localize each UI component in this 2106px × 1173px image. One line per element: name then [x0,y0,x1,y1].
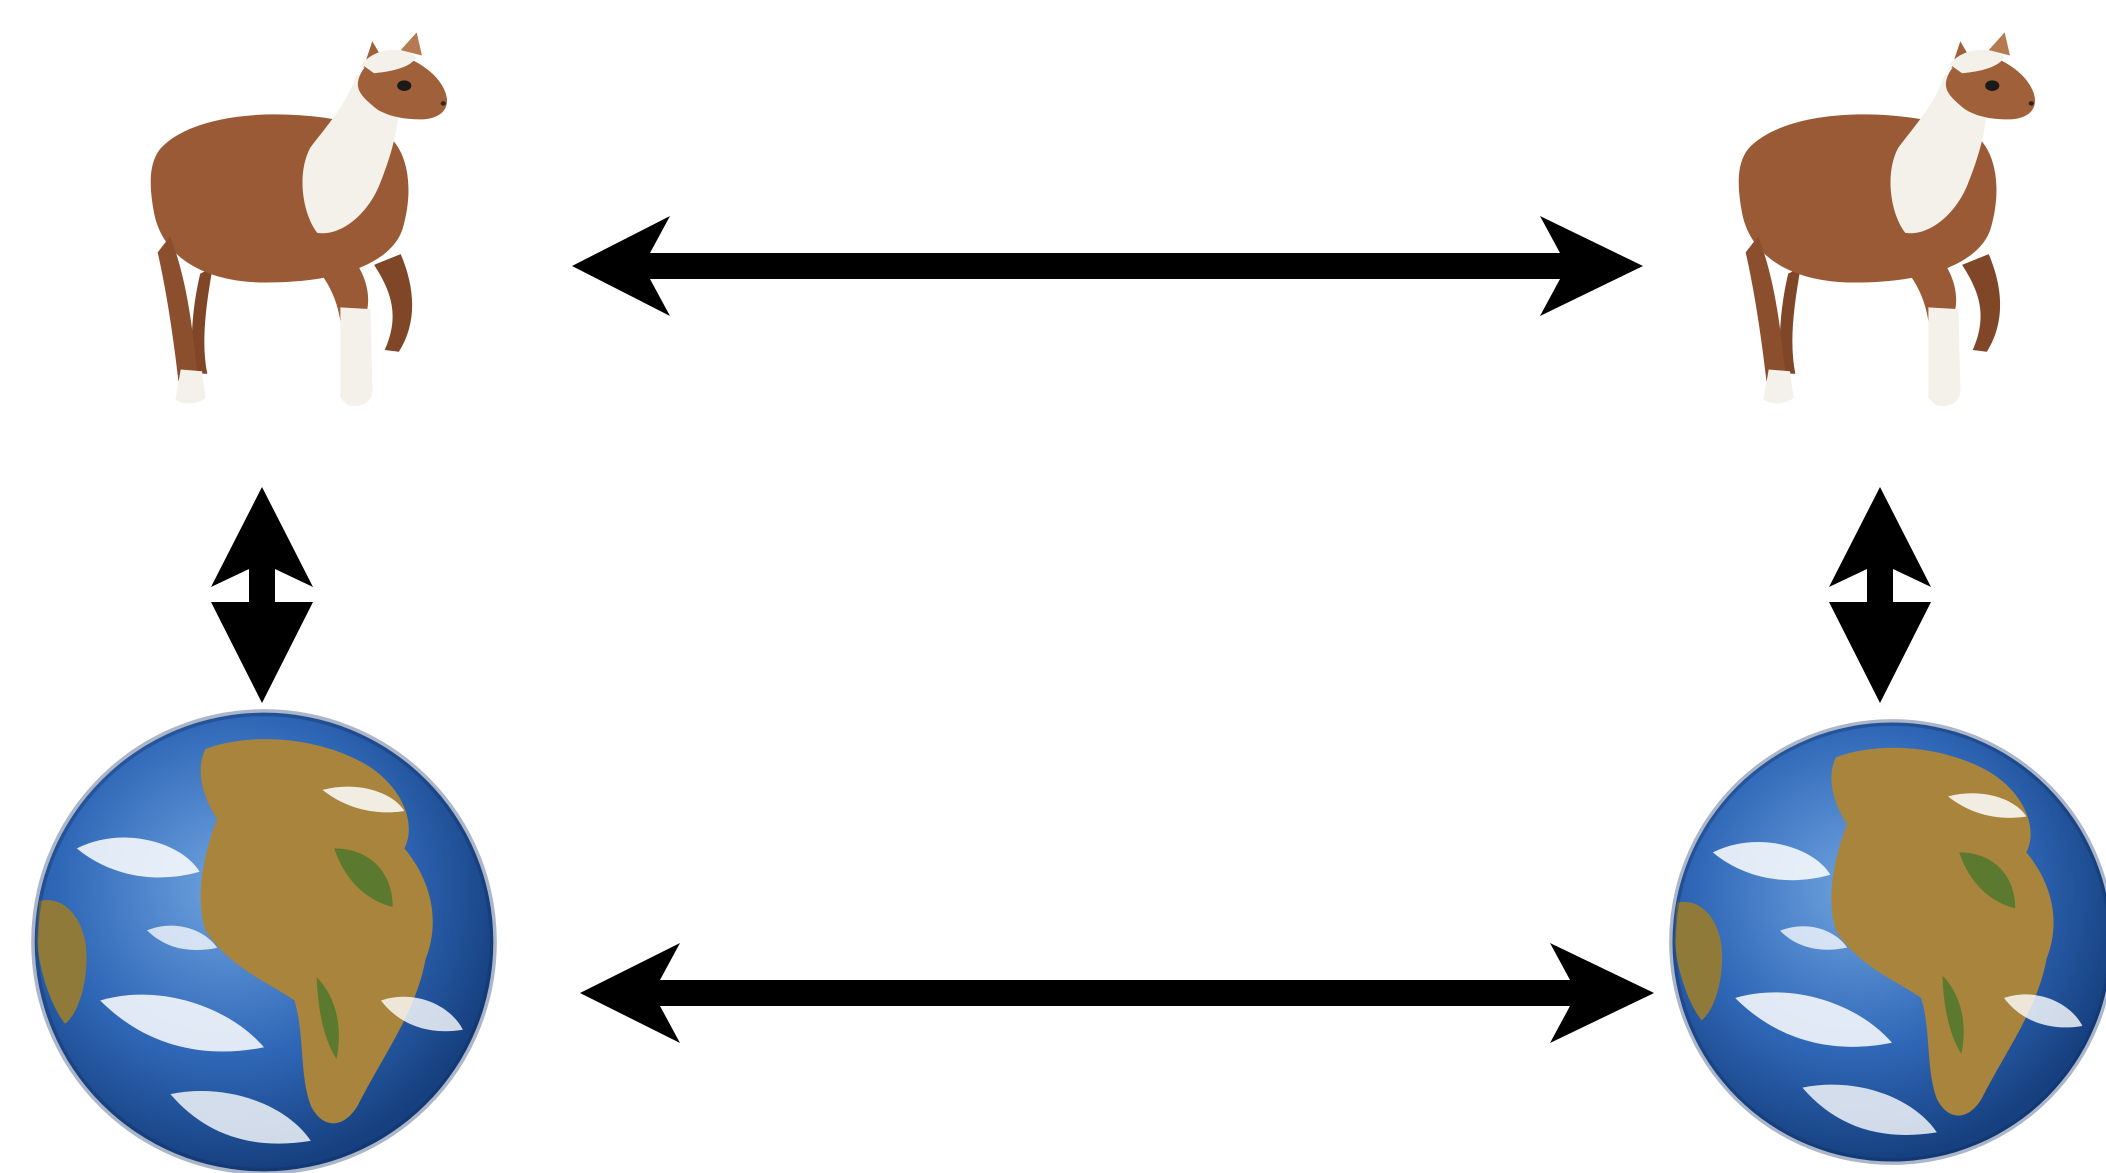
earth-bottom-left [35,713,494,1172]
llama-top-left [150,32,447,407]
llama-top-right [1738,32,2035,407]
arrow-top-horizontal [572,216,1643,316]
arrow-left-vertical [211,487,313,703]
arrow-right-vertical [1829,487,1931,703]
arrow-bottom-horizontal [580,943,1654,1043]
earth-bottom-right [1672,722,2106,1161]
